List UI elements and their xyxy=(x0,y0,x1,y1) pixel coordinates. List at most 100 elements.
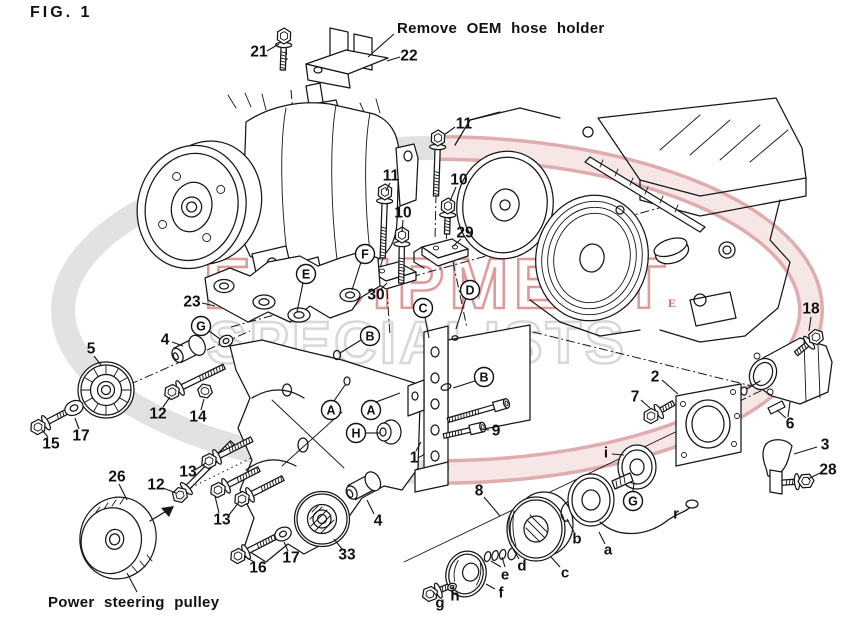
callout-26: 26 xyxy=(108,469,128,501)
svg-text:8: 8 xyxy=(475,483,484,500)
svg-text:1: 1 xyxy=(410,450,419,467)
hardware-layer xyxy=(30,27,824,603)
svg-text:d: d xyxy=(517,558,526,575)
hex-bolt xyxy=(439,197,457,235)
callout-33: 33 xyxy=(333,538,356,564)
svg-text:13: 13 xyxy=(179,464,197,481)
hex-bolt xyxy=(421,582,451,603)
svg-text:11: 11 xyxy=(383,168,400,185)
idler-group-drawing xyxy=(77,334,234,419)
hex-bolt xyxy=(429,129,447,197)
callout-28: 28 xyxy=(807,462,837,480)
callout-letter-e: e xyxy=(490,556,509,584)
callout-12: 12 xyxy=(149,396,171,423)
nut xyxy=(197,383,213,399)
pump-group-drawing xyxy=(675,337,833,495)
callout-14: 14 xyxy=(189,398,207,426)
field-coil-a xyxy=(567,473,699,535)
svg-text:12: 12 xyxy=(149,406,166,423)
callout-letter-h: h xyxy=(450,586,460,605)
callout-circled-B: B xyxy=(452,366,495,389)
hex-bolt xyxy=(376,183,394,259)
bracket-23-drawing xyxy=(204,251,381,323)
hex-bolt xyxy=(201,436,254,470)
compressor-drawing xyxy=(136,82,419,313)
idler-pulley-5 xyxy=(77,361,135,419)
svg-text:C: C xyxy=(418,302,427,316)
svg-text:18: 18 xyxy=(802,301,820,318)
engine-drawing xyxy=(454,97,807,343)
svg-text:16: 16 xyxy=(249,560,267,577)
callout-17: 17 xyxy=(72,417,90,445)
svg-text:17: 17 xyxy=(72,428,89,445)
svg-text:26: 26 xyxy=(108,469,126,486)
hex-bolt xyxy=(230,532,281,565)
svg-text:21: 21 xyxy=(250,44,268,61)
callout-16: 16 xyxy=(243,555,267,577)
svg-text:29: 29 xyxy=(456,225,474,242)
svg-text:3: 3 xyxy=(821,437,830,454)
svg-text:5: 5 xyxy=(87,341,96,358)
svg-text:9: 9 xyxy=(492,423,501,440)
callout-12: 12 xyxy=(147,477,177,494)
power-steering-pulley-note: Power steering pulley xyxy=(48,594,220,611)
svg-text:A: A xyxy=(366,404,375,418)
clutch-pulley-c xyxy=(506,491,574,562)
hex-bolt xyxy=(793,328,824,357)
callout-circled-B: B xyxy=(339,325,381,354)
clutch-front-plate-f xyxy=(445,550,487,598)
svg-text:28: 28 xyxy=(819,462,837,479)
callout-15: 15 xyxy=(41,429,60,453)
svg-text:4: 4 xyxy=(161,332,170,349)
svg-text:F: F xyxy=(361,248,369,262)
callout-11: 11 xyxy=(383,168,400,192)
svg-text:11: 11 xyxy=(456,116,473,133)
watermark-small-mark: E xyxy=(668,296,676,310)
callout-letter-d: d xyxy=(512,548,527,575)
callout-circled-C: C xyxy=(412,297,434,339)
svg-text:f: f xyxy=(499,585,505,602)
svg-text:D: D xyxy=(465,284,474,298)
callout-7: 7 xyxy=(631,389,651,409)
hex-bolt xyxy=(164,363,226,401)
spacer-4-left xyxy=(171,334,206,364)
socket-bolt xyxy=(442,421,487,439)
svg-text:22: 22 xyxy=(400,48,417,65)
spacer-4-right xyxy=(345,471,382,501)
svg-text:g: g xyxy=(435,595,444,612)
svg-text:4: 4 xyxy=(374,513,383,530)
bushing-H xyxy=(376,419,402,445)
svg-text:i: i xyxy=(604,445,608,462)
callout-9: 9 xyxy=(480,423,501,440)
svg-text:e: e xyxy=(501,567,509,584)
svg-text:b: b xyxy=(572,531,581,548)
callout-22: 22 xyxy=(386,48,418,65)
remove-oem-hose-holder-note: Remove OEM hose holder xyxy=(397,20,604,37)
svg-text:30: 30 xyxy=(367,287,384,304)
callout-2: 2 xyxy=(651,369,679,395)
washer xyxy=(274,526,292,542)
figure-title: FIG. 1 xyxy=(30,4,92,21)
svg-text:a: a xyxy=(604,542,613,559)
tensioner-pulley-drawing xyxy=(293,471,382,548)
power-steering-pulley-drawing xyxy=(79,496,174,593)
svg-text:A: A xyxy=(326,404,335,418)
clutch-shims-e-d xyxy=(483,547,517,563)
main-bracket-drawing xyxy=(229,339,425,563)
callout-13: 13 xyxy=(179,462,207,481)
svg-text:17: 17 xyxy=(282,550,299,567)
callout-letter-c: c xyxy=(550,556,569,582)
callout-circled-A: A xyxy=(320,384,346,421)
callout-circled-E: E xyxy=(295,263,317,313)
svg-text:G: G xyxy=(628,495,638,509)
svg-text:6: 6 xyxy=(786,416,795,433)
callout-circled-G: G xyxy=(622,481,644,512)
callout-5: 5 xyxy=(87,341,102,366)
svg-text:7: 7 xyxy=(631,389,640,406)
svg-text:H: H xyxy=(351,427,360,441)
svg-text:h: h xyxy=(450,588,459,605)
hex-bolt xyxy=(275,27,293,71)
